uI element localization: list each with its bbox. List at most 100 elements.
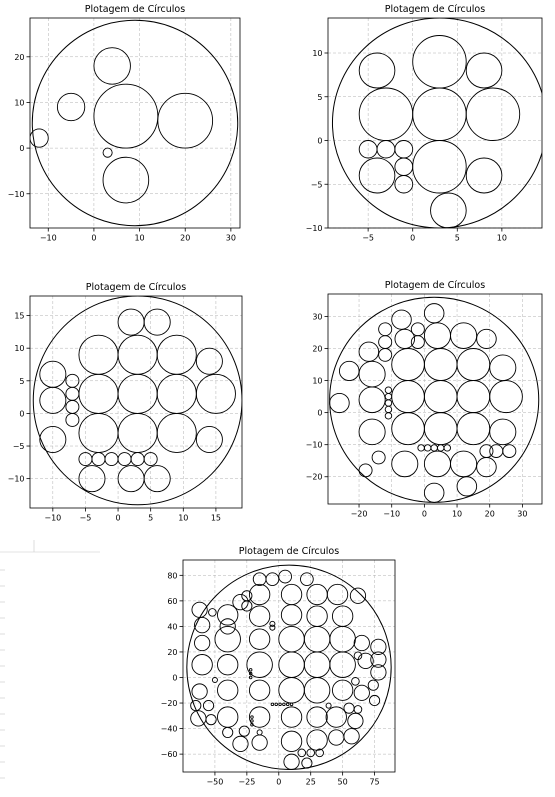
data-circle	[117, 373, 158, 414]
data-circle	[391, 348, 425, 382]
data-circle	[217, 654, 239, 676]
data-circle	[456, 380, 491, 414]
y-tick-label: 20	[14, 53, 24, 62]
data-circle	[102, 156, 150, 204]
data-circle	[194, 617, 211, 634]
data-circle	[278, 702, 282, 707]
data-circle	[423, 322, 451, 349]
y-tick-label: −40	[161, 725, 178, 734]
y-tick-label: 10	[14, 344, 24, 353]
data-circle	[39, 426, 67, 454]
y-tick-label: 0	[317, 409, 322, 418]
x-tick-label: 0	[422, 510, 427, 519]
data-circle	[117, 412, 158, 454]
data-circle	[343, 728, 360, 745]
data-circle	[232, 594, 249, 611]
boundary-circle	[32, 296, 242, 506]
x-tick-label: 0	[276, 778, 281, 787]
plot-frame	[327, 293, 543, 505]
data-circle	[325, 706, 347, 728]
chart-title: Plotagem de Círculos	[85, 4, 185, 15]
data-circle	[303, 677, 331, 704]
data-circle	[78, 373, 119, 414]
data-circle	[300, 572, 314, 586]
data-circle	[78, 412, 119, 454]
x-tick-label: −5	[80, 514, 92, 523]
data-circle	[283, 753, 300, 770]
data-circle	[358, 341, 380, 362]
y-tick-label: −60	[161, 750, 178, 759]
data-circle	[143, 452, 158, 467]
data-circle	[214, 625, 241, 653]
data-circle	[157, 92, 214, 149]
data-circle	[303, 651, 331, 678]
data-circle	[217, 604, 239, 626]
data-circle	[423, 348, 458, 382]
data-circle	[56, 92, 86, 122]
data-circle	[278, 677, 305, 704]
data-circle	[394, 175, 414, 194]
data-circle	[367, 679, 379, 691]
data-circle	[456, 348, 491, 382]
data-circle	[370, 638, 387, 655]
x-tick-label: 5	[148, 514, 153, 523]
data-circle	[358, 360, 386, 388]
data-circle	[195, 347, 223, 375]
plot-frame	[29, 17, 241, 229]
data-circle	[222, 726, 234, 738]
x-tick-label: −5	[362, 234, 374, 243]
data-circle	[241, 600, 253, 612]
data-circle	[349, 587, 367, 604]
data-circle	[195, 373, 236, 414]
data-circle	[358, 463, 373, 478]
data-circle	[93, 47, 131, 85]
data-circle	[65, 399, 80, 414]
data-circle	[465, 157, 503, 194]
data-circle	[370, 664, 387, 681]
x-tick-label: 0	[91, 234, 96, 243]
data-circle	[376, 140, 396, 159]
chart-title: Plotagem de Círculos	[86, 282, 186, 293]
data-circle	[39, 386, 67, 414]
circles-group	[186, 564, 392, 770]
data-circle	[423, 444, 432, 452]
data-circle	[417, 444, 425, 452]
data-circle	[358, 52, 396, 89]
data-circle	[476, 328, 497, 349]
data-circle	[347, 712, 364, 730]
data-circle	[280, 730, 303, 753]
data-circle	[489, 354, 517, 382]
data-circle	[252, 572, 267, 586]
data-circle	[315, 748, 324, 758]
data-circle	[156, 373, 197, 414]
data-circle	[91, 452, 106, 467]
boundary-circle	[331, 18, 542, 228]
plot-frame	[327, 17, 543, 229]
data-circle	[489, 380, 523, 414]
x-tick-label: 10	[178, 514, 188, 523]
data-circle	[301, 757, 313, 769]
x-tick-label: 75	[369, 778, 379, 787]
x-tick-label: 0	[116, 514, 121, 523]
data-circle	[394, 140, 414, 159]
data-circle	[269, 620, 276, 627]
data-circle	[205, 714, 217, 726]
y-tick-label: 15	[14, 312, 24, 321]
data-circle	[117, 452, 132, 467]
y-tick-label: 80	[167, 571, 177, 580]
data-circle	[306, 583, 328, 606]
data-circle	[250, 715, 254, 719]
y-tick-label: 5	[19, 377, 24, 386]
data-circle	[306, 748, 315, 758]
data-circle	[278, 651, 305, 678]
data-circle	[256, 729, 263, 736]
data-circle	[430, 444, 438, 452]
data-circle	[358, 418, 386, 446]
data-circle	[246, 651, 273, 678]
data-circle	[194, 634, 211, 652]
data-circle	[357, 652, 374, 670]
data-circle	[248, 628, 271, 650]
data-circle	[369, 694, 381, 707]
